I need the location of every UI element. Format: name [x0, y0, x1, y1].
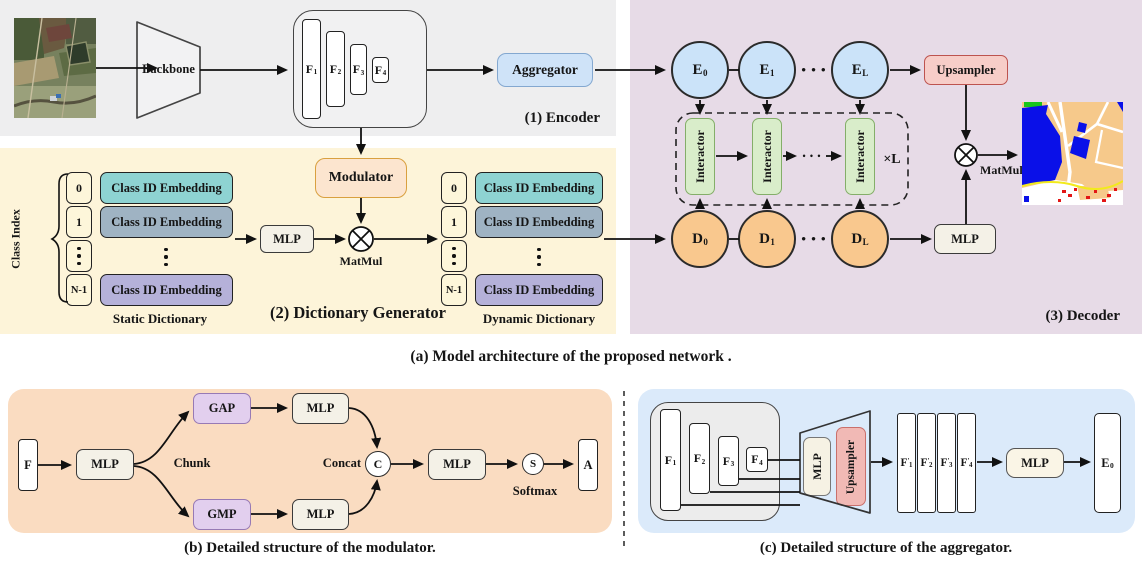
dynamic-index-ellipsis — [441, 240, 467, 272]
decoder-panel-title: (3) Decoder — [1045, 308, 1120, 324]
static-embedding-1: Class ID Embedding — [100, 206, 233, 238]
aggregator-label: Aggregator — [512, 62, 578, 77]
feature-bar-f1: F1 — [302, 19, 321, 119]
gmp-block: GMP — [193, 499, 251, 530]
backbone-label: Backbone — [142, 62, 195, 76]
encoder-token-e1: E1 — [738, 41, 796, 99]
encoder-token-ellipsis: • • • — [801, 62, 827, 77]
segmentation-output-image — [1022, 102, 1123, 205]
feature-label-f4: F4 — [374, 62, 387, 78]
modulator-block: Modulator — [315, 158, 407, 198]
encoder-panel-title: (1) Encoder — [524, 110, 600, 126]
decoder-token-d0: D0 — [671, 210, 729, 268]
softmax-op-icon: S — [522, 453, 544, 475]
dynamic-index-0: 0 — [441, 172, 467, 204]
modulator-mlp-in: MLP — [76, 449, 134, 480]
dynamic-index-n1: N-1 — [441, 274, 467, 306]
caption-b: (b) Detailed structure of the modulator. — [184, 540, 436, 556]
dictionary-matmul-label: MatMul — [339, 254, 383, 268]
feature-label-f3: F3 — [352, 62, 365, 77]
dynamic-embedding-0: Class ID Embedding — [475, 172, 603, 204]
caption-a: (a) Model architecture of the proposed n… — [410, 348, 732, 365]
static-embedding-ellipsis — [160, 247, 172, 267]
agg-upsampler-vertical: Upsampler — [836, 427, 866, 506]
agg-mlp-vertical: MLP — [803, 437, 831, 496]
class-index-label: Class Index — [8, 209, 23, 269]
chunk-label: Chunk — [173, 456, 211, 470]
feature-bar-f4: F4 — [372, 57, 389, 83]
caption-c: (c) Detailed structure of the aggregator… — [759, 540, 1013, 556]
static-dictionary-label: Static Dictionary — [112, 311, 208, 326]
interactor-block-2: Interactor — [752, 118, 782, 195]
decoder-token-d1: D1 — [738, 210, 796, 268]
agg-feature-out-f1: F′1 — [897, 413, 916, 513]
agg-feature-f1: F1 — [660, 409, 681, 511]
upsampler-block: Upsampler — [924, 55, 1008, 85]
decoder-matmul-label: MatMul — [980, 163, 1023, 177]
feature-label-f2: F2 — [329, 61, 342, 77]
satellite-image-art — [14, 18, 96, 118]
interactor-ellipsis: • • • — [802, 151, 822, 161]
dictionary-panel-title: (2) Dictionary Generator — [270, 303, 446, 322]
mlp-after-gap: MLP — [292, 393, 349, 424]
agg-feature-f3: F3 — [718, 436, 739, 486]
interactor-block-3: Interactor — [845, 118, 875, 195]
static-index-0: 0 — [66, 172, 92, 204]
static-embedding-0: Class ID Embedding — [100, 172, 233, 204]
encoder-token-el: EL — [831, 41, 889, 99]
segmentation-map-art — [1022, 102, 1123, 205]
concat-op-icon: C — [365, 451, 391, 477]
feature-label-f1: F1 — [305, 61, 318, 77]
dynamic-index-1: 1 — [441, 206, 467, 238]
input-satellite-image — [14, 18, 96, 118]
gap-block: GAP — [193, 393, 251, 424]
static-index-1: 1 — [66, 206, 92, 238]
agg-e0-bar: E0 — [1094, 413, 1121, 513]
decoder-token-dl: DL — [831, 210, 889, 268]
feature-bar-f2: F2 — [326, 31, 345, 107]
times-l-label: ×L — [883, 152, 901, 167]
agg-feature-f4: F4 — [746, 447, 768, 472]
aggregator-block: Aggregator — [497, 53, 593, 87]
agg-feature-f2: F2 — [689, 423, 710, 494]
dynamic-embedding-n1: Class ID Embedding — [475, 274, 603, 306]
static-index-n1: N-1 — [66, 274, 92, 306]
feature-bar-f3: F3 — [350, 44, 367, 95]
agg-mlp-out: MLP — [1006, 448, 1064, 478]
modulator-mlp-out: MLP — [428, 449, 486, 480]
softmax-label: Softmax — [512, 484, 558, 498]
static-index-ellipsis — [66, 240, 92, 272]
decoder-mlp-block: MLP — [934, 224, 996, 254]
modulator-a-bar: A — [578, 439, 598, 491]
interactor-block-1: Interactor — [685, 118, 715, 195]
dynamic-embedding-ellipsis — [533, 247, 545, 267]
dictionary-mlp-block: MLP — [260, 225, 314, 253]
decoder-token-ellipsis: • • • — [801, 231, 827, 246]
mlp-after-gmp: MLP — [292, 499, 349, 530]
static-embedding-n1: Class ID Embedding — [100, 274, 233, 306]
agg-feature-out-f2: F′2 — [917, 413, 936, 513]
dynamic-dictionary-label: Dynamic Dictionary — [482, 311, 596, 326]
encoder-token-e0: E0 — [671, 41, 729, 99]
dynamic-embedding-1: Class ID Embedding — [475, 206, 603, 238]
modulator-f-bar: F — [18, 439, 38, 491]
agg-feature-out-f3: F′3 — [937, 413, 956, 513]
agg-feature-out-f4: F′4 — [957, 413, 976, 513]
concat-label: Concat — [322, 456, 361, 470]
